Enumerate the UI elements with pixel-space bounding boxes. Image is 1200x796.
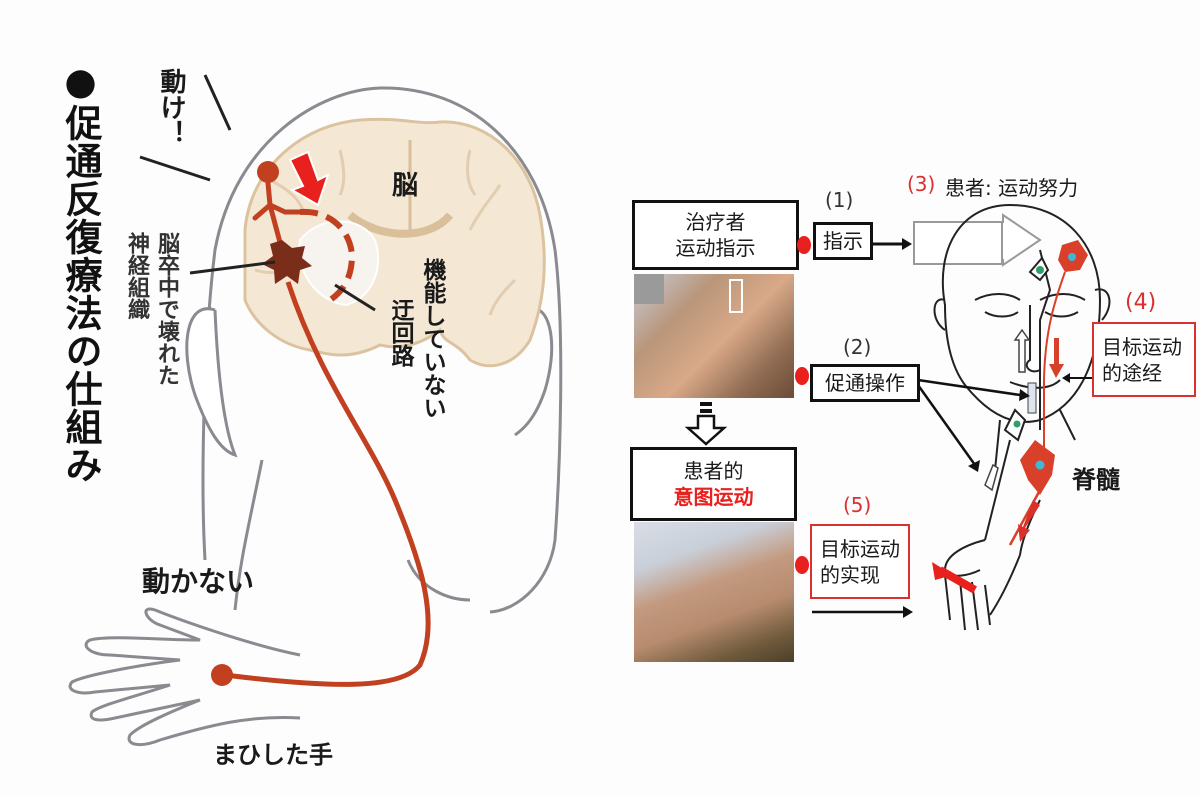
step-2-label: 促通操作 bbox=[825, 371, 905, 395]
connector-dot-2 bbox=[795, 367, 809, 385]
step-3-label: 患者: 运动努力 bbox=[945, 176, 1079, 200]
command-label: 動け！ bbox=[156, 68, 186, 146]
step-5-realization-box: 目标运动 的实现 bbox=[810, 524, 910, 599]
step-2-facilitation-box: 促通操作 bbox=[810, 364, 920, 402]
step-5-number: (5) bbox=[843, 493, 872, 517]
head-illustration bbox=[68, 74, 563, 747]
hand-state-label: 動かない bbox=[142, 565, 255, 598]
therapist-box-line2: 运动指示 bbox=[675, 236, 756, 260]
paralyzed-hand-icon bbox=[68, 607, 301, 747]
spinal-cord-label: 脊髓 bbox=[1072, 466, 1120, 494]
step-5-label-line2: 的实现 bbox=[820, 562, 880, 587]
step-1-number: (1) bbox=[825, 188, 854, 212]
therapist-box-line1: 治疗者 bbox=[685, 210, 746, 234]
step-3-number: (3) bbox=[907, 172, 936, 196]
diagram-title: ●促通反復療法の仕組み bbox=[59, 60, 102, 484]
step-5-label-line1: 目标运动 bbox=[820, 536, 900, 561]
unused-pathway-label-2: 迂回路 bbox=[387, 298, 413, 367]
therapist-instruction-box: 治疗者 运动指示 bbox=[632, 200, 799, 270]
patient-box-line2: 意图运动 bbox=[673, 485, 754, 509]
unused-pathway-label-1: 機能していない bbox=[419, 258, 445, 419]
step-1-instruction-box: 指示 bbox=[813, 222, 873, 260]
step-1-label: 指示 bbox=[823, 229, 863, 253]
step-4-label-line2: 的途经 bbox=[1102, 360, 1162, 385]
damaged-tissue-label-2: 神経組織 bbox=[124, 232, 149, 320]
step-4-label-line1: 目标运动 bbox=[1102, 334, 1182, 359]
step-4-number: (4) bbox=[1125, 290, 1157, 315]
paralyzed-hand-label: まひした手 bbox=[213, 741, 333, 769]
patient-box-line1: 患者的 bbox=[683, 459, 744, 483]
damaged-tissue-label-1: 脳卒中で壊れた bbox=[154, 232, 179, 386]
facilitation-photo-2 bbox=[634, 522, 794, 662]
connector-dot-5 bbox=[795, 556, 809, 574]
step-2-number: (2) bbox=[843, 335, 872, 359]
patient-intention-box: 患者的 意图运动 bbox=[630, 447, 797, 521]
facilitation-photo-1 bbox=[634, 274, 794, 398]
connector-dot-1 bbox=[797, 236, 811, 254]
command-arrow-icon bbox=[288, 150, 330, 207]
brain-label: 脳 bbox=[392, 171, 419, 201]
step-4-pathway-box: 目标运动 的途经 bbox=[1092, 322, 1196, 397]
